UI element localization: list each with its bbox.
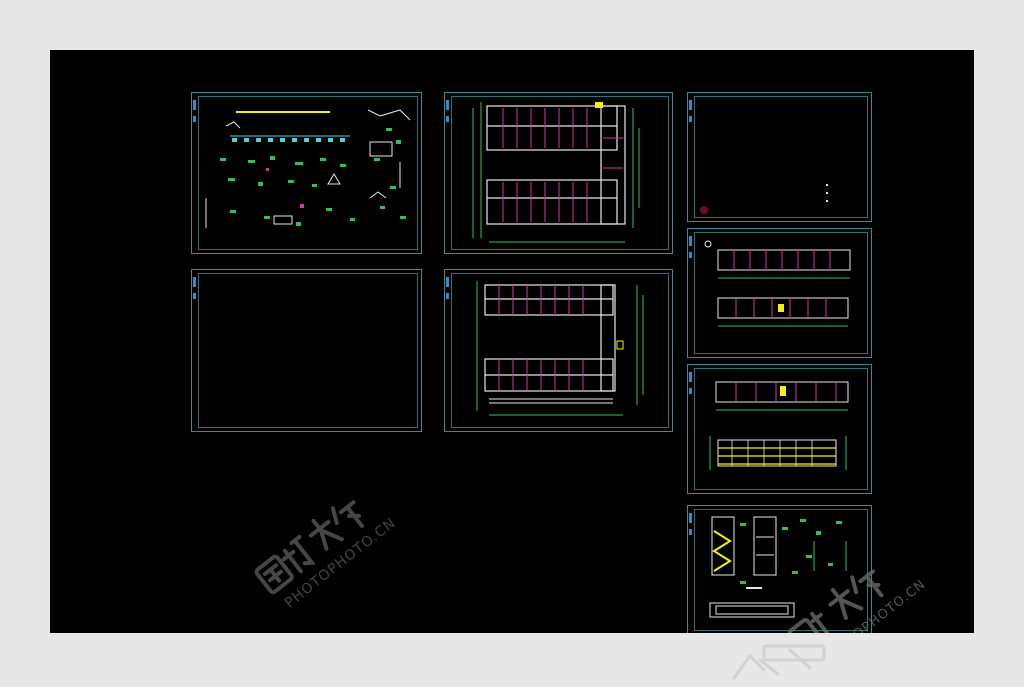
sheet-blank[interactable] [191, 269, 422, 432]
title-block [192, 273, 198, 428]
detail-drawings [205, 109, 411, 228]
title-block [688, 232, 694, 354]
title-block [688, 509, 694, 631]
plan-and-elevation [709, 381, 849, 470]
watermark-brand-text: PHOTOPHOTO.CN [282, 515, 399, 612]
floor-plan-u-shape [476, 281, 644, 416]
title-block [192, 96, 198, 250]
sheet-stair-details[interactable] [687, 505, 872, 633]
title-block [688, 96, 694, 218]
sheet-notes-marks [700, 184, 828, 214]
stair-sections [709, 516, 847, 618]
sheet-details-1[interactable] [191, 92, 422, 254]
photophoto-watermark: PHOTOPHOTO.CN [230, 475, 420, 633]
title-block [445, 96, 451, 250]
sheet-plan-pair[interactable] [687, 228, 872, 358]
cad-model-space[interactable]: PHOTOPHOTO.CN PHOTOPHOTO.CN [50, 50, 974, 633]
strip-plans [704, 240, 851, 327]
photophoto-watermark-ghost [720, 630, 940, 683]
sheet-plan-elevation[interactable] [687, 364, 872, 494]
floor-plan-u-shape [472, 102, 640, 243]
photophoto-logo-icon [732, 644, 826, 680]
sheet-notes[interactable] [687, 92, 872, 222]
title-block [688, 368, 694, 490]
photophoto-logo-icon: PHOTOPHOTO.CN [254, 500, 399, 612]
sheet-floor-plan-b[interactable] [444, 269, 673, 432]
sheet-floor-plan-a[interactable] [444, 92, 673, 254]
title-block [445, 273, 451, 428]
